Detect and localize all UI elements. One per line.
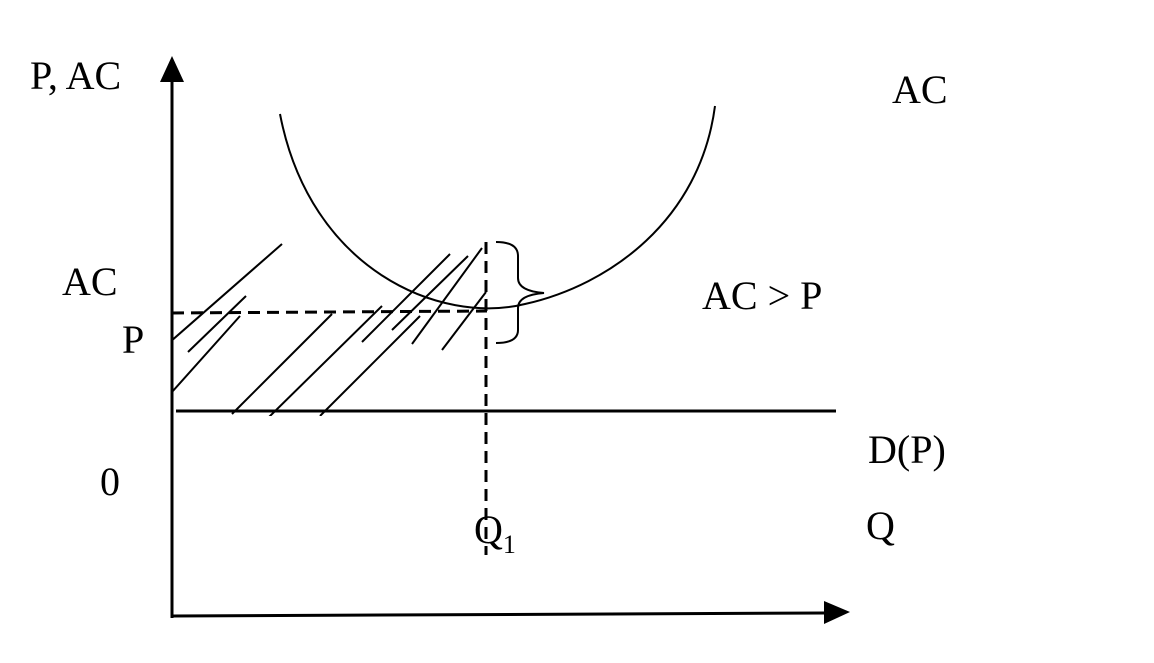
quantity-axis-label: Q xyxy=(866,503,895,548)
hatch-line xyxy=(268,305,383,416)
hatch-line xyxy=(172,315,241,393)
inequality-label: AC > P xyxy=(702,273,823,318)
q1-label-main: Q xyxy=(474,507,503,552)
hatch-line xyxy=(319,315,421,416)
hatch-line xyxy=(391,255,469,331)
origin-label: 0 xyxy=(100,459,120,504)
loss-hatching xyxy=(172,243,487,416)
ac-level-dashed-line xyxy=(171,309,488,315)
price-level-label: P xyxy=(122,317,145,362)
q1-label-subscript: 1 xyxy=(502,530,516,559)
y-axis-label: P, AC xyxy=(30,53,122,98)
hatch-line xyxy=(187,295,247,353)
ac-curve xyxy=(279,105,716,310)
hatch-line xyxy=(231,313,333,415)
loss-brace xyxy=(495,241,545,344)
hatch-line xyxy=(172,243,283,342)
q1-label: Q1 xyxy=(474,507,516,558)
hatch-line xyxy=(361,253,451,343)
y-axis-arrowhead xyxy=(160,56,184,82)
x-axis-arrowhead xyxy=(824,601,850,624)
hatch-line xyxy=(441,291,487,351)
demand-label: D(P) xyxy=(868,427,946,472)
hatch-line xyxy=(411,247,483,345)
ac-curve-label: AC xyxy=(892,67,948,112)
x-axis xyxy=(171,611,826,618)
ac-level-label: AC xyxy=(62,259,118,304)
